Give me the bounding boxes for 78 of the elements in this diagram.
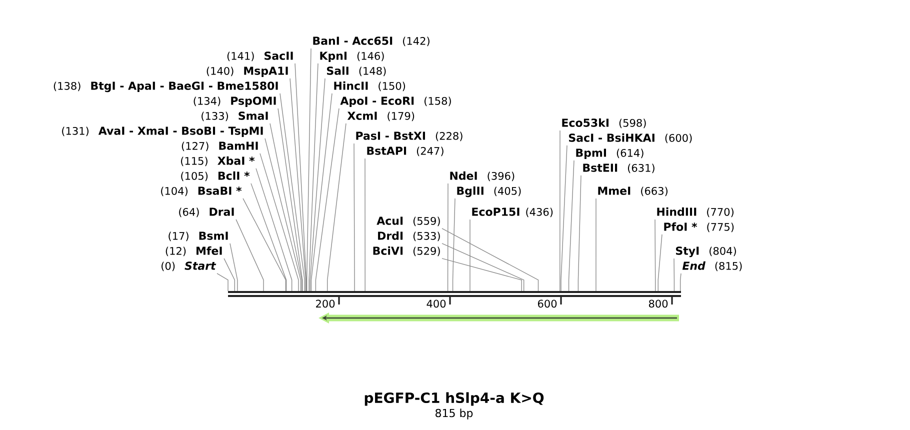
leader-line [270,123,302,292]
leader-line [442,258,522,292]
enzyme-label: BstEII (631) [583,164,654,174]
enzyme-label: (133) SmaI [202,112,268,122]
leader-line [216,273,228,292]
leader-line [290,78,306,292]
leader-line [310,78,326,292]
leader-line [294,63,307,292]
leader-line [250,183,287,292]
leader-line [364,158,366,292]
leader-line [578,175,582,292]
enzyme-label: (127) BamHI [182,142,258,152]
leader-line [452,198,456,292]
leader-line [230,243,238,292]
leader-line [308,63,318,292]
leader-line [354,143,355,292]
leader-line [442,228,539,292]
enzyme-label: (141) SacII [227,52,293,62]
leader-line [680,273,682,292]
enzyme-label: (12) MfeI [166,246,222,256]
enzyme-label: HindIII (770) [657,207,734,218]
leader-line [447,183,448,292]
enzyme-label: BanI - Acc65I (142) [313,36,430,46]
enzyme-label: (138) BtgI - ApaI - BaeGI - Bme1580I [54,82,278,92]
enzyme-label: EcoP15I (436) [472,208,553,218]
enzyme-label: NdeI (396) [450,171,514,182]
enzyme-label: Eco53kI (598) [562,118,646,128]
title: pEGFP-C1 hSlp4-a K>Q [364,392,544,406]
enzyme-label: (105) BclI * [181,171,250,182]
tick-label: 600 [538,300,557,308]
leader-line [260,153,299,292]
tick-label: 400 [426,300,446,308]
enzyme-label: ApoI - EcoRI (158) [340,96,451,108]
enzyme-label: (140) MspA1I [206,66,288,78]
sequence-bar [228,291,681,297]
leader-line [315,108,340,292]
enzyme-label: (134) PspOMI [194,96,276,108]
enzyme-label: BpmI (614) [576,148,644,160]
sequence-end-label: (0) Start [162,262,216,272]
leader-line [442,243,524,292]
leader-line [242,198,286,292]
sequence-end-label: End (815) [682,261,742,272]
enzyme-label: PfoI * (775) [664,222,734,232]
leader-line [278,108,303,292]
enzyme-label: (64) DraI [179,208,234,218]
enzyme-label: BstAPI (247) [367,146,444,156]
leader-line [674,258,675,292]
leader-line [224,258,236,292]
enzyme-label: MmeI (663) [598,186,668,196]
leader-line [560,145,568,292]
enzyme-label: AcuI (559) [376,216,440,226]
enzyme-label: BglII (405) [457,186,521,198]
enzyme-label: BciVI (529) [373,246,440,256]
enzyme-label: (104) BsaBI * [161,186,242,196]
leader-line [658,234,662,292]
enzyme-label: (17) BsmI [168,232,228,242]
leader-line [306,48,312,292]
leader-line [236,219,264,292]
leader-line [280,93,305,292]
enzyme-label: SalI (148) [327,66,386,76]
leader-line [568,160,574,292]
enzyme-label: (115) XbaI * [181,156,255,166]
leader-line [654,219,656,292]
leader-line [327,123,346,292]
enzyme-label: HincII (150) [334,81,406,92]
leader-line [264,138,302,292]
enzyme-label: XcmI (179) [347,112,414,122]
leader-line [310,93,332,292]
leader-line [256,168,292,292]
enzyme-label: SacI - BsiHKAI (600) [569,133,692,144]
enzyme-label: StyI (804) [676,246,736,258]
tick-label: 800 [648,300,668,308]
caption: 815 bp [436,408,473,420]
enzyme-label: KpnI (146) [320,52,384,62]
enzyme-label: (131) AvaI - XmaI - BsoBI - TspMI [62,126,263,138]
enzyme-label: PasI - BstXI (228) [356,132,462,142]
enzyme-label: DrdI (533) [378,231,440,242]
tick-label: 200 [316,300,335,308]
